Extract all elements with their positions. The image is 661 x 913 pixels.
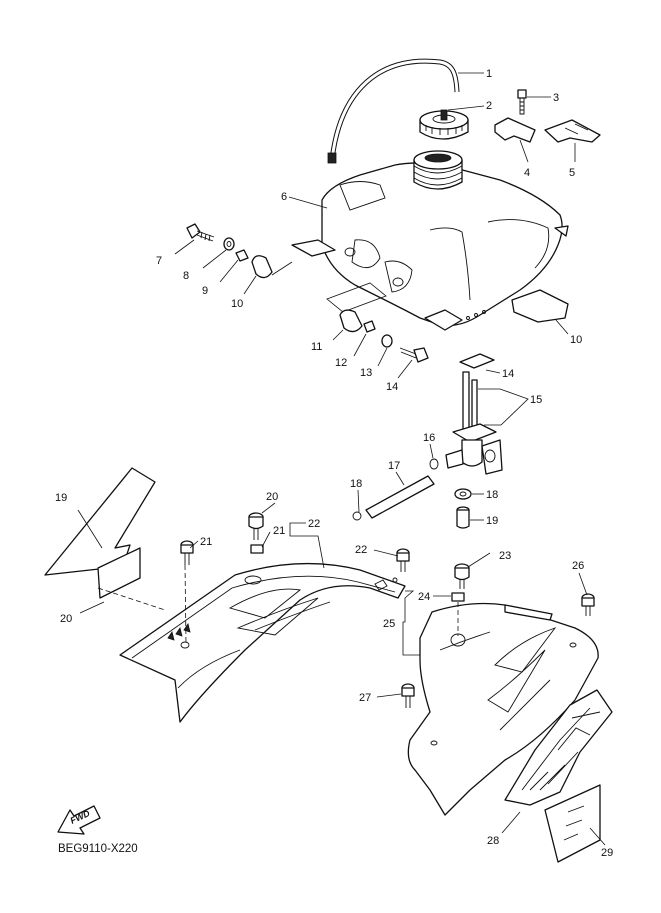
callout-number: 27 (359, 692, 371, 704)
callout-number: 18 (486, 489, 498, 501)
callout-number: 24 (418, 591, 430, 603)
breather-hose (329, 58, 460, 161)
callout-number: 15 (530, 394, 542, 406)
callout-number: 19 (55, 492, 67, 504)
bolt-13 (454, 563, 470, 589)
collar-12 (451, 592, 465, 602)
damper-20-upper (251, 255, 273, 279)
fwd-arrow-icon: FWD (57, 805, 101, 835)
callout-number: 20 (266, 491, 278, 503)
callout-number: 26 (572, 560, 584, 572)
callout-number: 6 (281, 191, 287, 203)
decal-26 (504, 689, 613, 806)
callout-number: 13 (360, 367, 372, 379)
bolt-19-lower (399, 347, 429, 363)
bolt-18-right (396, 548, 410, 572)
callout-number: 21 (200, 536, 212, 548)
gasket-4 (459, 353, 495, 369)
callout-number: 20 (60, 613, 72, 625)
bolt-14-left (401, 683, 415, 708)
bolt-18-left (180, 540, 194, 565)
callout-number: 28 (487, 835, 499, 847)
fuel-cap (419, 109, 469, 140)
callout-number: 10 (231, 298, 243, 310)
shroud-left (119, 562, 406, 723)
callout-number: 7 (156, 255, 162, 267)
callouts: 1 2 3 4 5 6 7 8 9 10 10 11 12 13 14 14 1… (55, 68, 613, 859)
callout-number: 10 (570, 334, 582, 346)
callout-number: 3 (553, 92, 559, 104)
bolt-14-right (581, 593, 595, 616)
callout-number: 11 (311, 341, 322, 353)
clip-10-lower (352, 511, 362, 521)
callout-number: 8 (183, 270, 189, 282)
shroud-right (407, 602, 599, 816)
washer-22-upper (223, 237, 235, 251)
callout-number: 4 (524, 167, 530, 179)
bracket-23 (494, 117, 536, 143)
bolt-17 (248, 512, 264, 540)
washer-5 (454, 488, 472, 500)
callout-number: 22 (355, 544, 367, 556)
callout-number: 18 (350, 478, 362, 490)
washer-22-lower (381, 334, 393, 348)
screw-6 (456, 506, 470, 529)
decal-29 (97, 547, 141, 599)
callout-number: 5 (569, 167, 575, 179)
callout-number: 14 (502, 368, 514, 380)
collar-21-upper (235, 249, 249, 262)
callout-number: 2 (486, 100, 492, 112)
callout-number: 19 (486, 515, 498, 527)
callout-number: 14 (386, 381, 398, 393)
clip-10-upper (429, 458, 439, 470)
fuel-hose (365, 475, 435, 519)
callout-number: 22 (308, 518, 320, 530)
diagram-code: BEG9110-X220 (58, 843, 138, 855)
damper-20-lower (339, 309, 363, 333)
fuel-cock (445, 371, 503, 475)
callout-number: 16 (423, 432, 435, 444)
collar-16 (250, 544, 264, 554)
pad-9 (511, 289, 569, 323)
callout-number: 12 (335, 357, 347, 369)
callout-number: 29 (601, 847, 613, 859)
screw-24 (517, 89, 527, 115)
callout-number: 23 (499, 550, 511, 562)
bolt-19-upper (186, 223, 215, 242)
hose-end (327, 152, 337, 164)
callout-number: 25 (383, 618, 395, 630)
leader-lines (77, 72, 606, 846)
callout-number: 1 (486, 68, 492, 80)
fuel-tank (291, 150, 569, 331)
callout-number: 17 (388, 460, 400, 472)
callout-number: 21 (273, 525, 285, 537)
callout-number: 9 (202, 285, 208, 297)
collar-21-lower (363, 320, 376, 333)
